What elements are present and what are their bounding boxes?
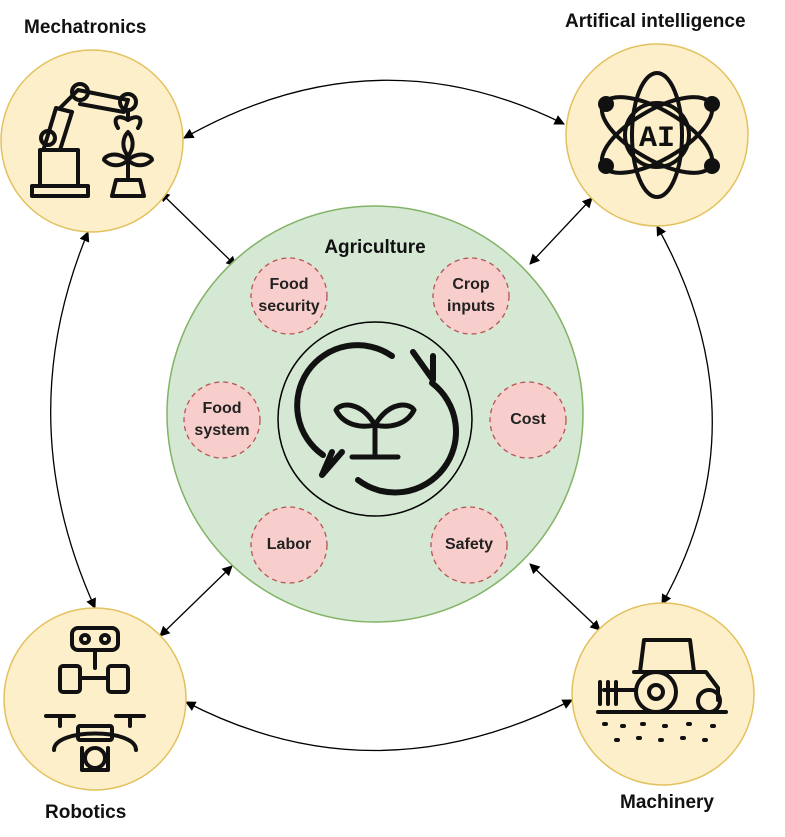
sprout-cycle-icon [294, 342, 459, 496]
issue-bubble-crop-inputs [432, 257, 510, 335]
issue-bubble-food-security [250, 257, 328, 335]
issue-bubble-cost [489, 381, 567, 459]
robotics-label: Robotics [45, 802, 127, 823]
issue-bubble-labor [250, 506, 328, 584]
machinery-label: Machinery [620, 792, 714, 813]
arrow-ai-hub [529, 197, 593, 265]
ai-atom-icon [598, 71, 720, 199]
mechatronics-circle [0, 49, 184, 233]
arrow-mechatronics-ai [183, 79, 565, 139]
arrow-robotics-machinery [185, 699, 573, 752]
arrow-robotics-hub [159, 565, 233, 637]
issue-label-crop-inputs: Crop inputs [447, 276, 495, 315]
tractor-icon [596, 638, 728, 742]
issue-bubble-safety [430, 506, 508, 584]
ai-circle [565, 43, 749, 227]
arrow-mechatronics-robotics [50, 231, 96, 609]
robot-drone-icon [44, 626, 146, 772]
arrow-machinery-hub [529, 563, 601, 631]
issue-label-labor: Labor [266, 536, 312, 553]
issue-bubbles [183, 257, 567, 584]
issue-label-safety: Safety [444, 536, 494, 553]
issue-label-cost: Cost [510, 411, 546, 428]
mechatronics-label: Mechatronics [24, 17, 147, 38]
center-ring [277, 321, 473, 517]
issue-label-food-security: Food security [258, 276, 320, 315]
ai-letters: AI [639, 122, 675, 156]
robotics-circle [3, 607, 187, 791]
issue-bubble-food-system [183, 381, 261, 459]
arrow-ai-machinery [656, 225, 713, 605]
ai-label: Artifical intelligence [565, 11, 746, 32]
robotic-arm-plant-icon [30, 82, 154, 198]
arrow-mechatronics-hub [159, 191, 237, 267]
hub-title: Agriculture [324, 237, 426, 258]
issue-label-food-system: Food system [194, 400, 250, 439]
